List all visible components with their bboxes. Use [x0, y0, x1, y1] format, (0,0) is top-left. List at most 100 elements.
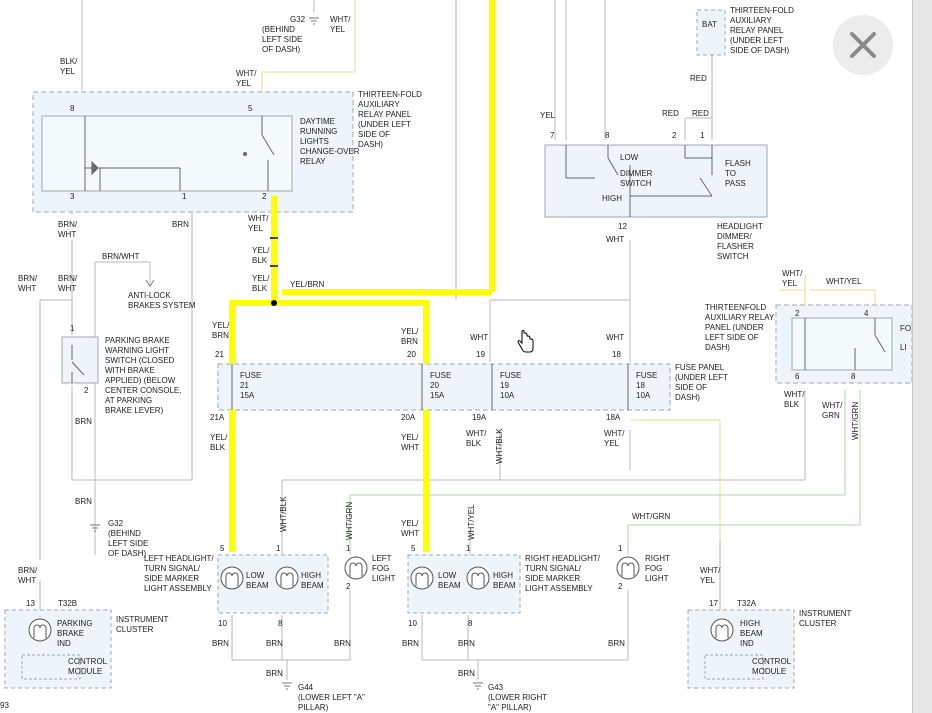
cluster-left-connector: T32B	[58, 599, 77, 608]
left-high-beam-lamp-icon	[275, 566, 299, 590]
ground-g32-top-icon	[309, 17, 319, 25]
fuse-21-num: 21	[240, 381, 249, 390]
gray-wires	[39, 0, 806, 680]
relay-right-pin-6: 6	[795, 372, 800, 381]
label-brn-lhl-2: BRN	[266, 639, 283, 648]
fuse-pin-18: 18	[612, 350, 621, 359]
ground-g32-bottom-icon	[90, 524, 100, 532]
high-beam-ind-lamp-icon	[710, 618, 734, 642]
ground-symbols	[90, 17, 483, 690]
label-yel-wht-20a: YEL/WHT	[401, 433, 419, 452]
left-fog-lamp-icon	[344, 556, 368, 580]
close-button[interactable]	[833, 15, 893, 75]
dimmer-pin-7: 7	[550, 131, 555, 140]
label-wht-yel-relay: WHT/YEL	[236, 69, 257, 88]
label-red-1: RED	[690, 74, 707, 83]
fuse-20-label: FUSE	[430, 371, 451, 380]
label-brn-lfog: BRN	[334, 639, 351, 648]
label-wht-blk-19a: WHT/BLK	[466, 429, 487, 448]
hand-pointer-icon	[517, 330, 534, 353]
dimmer-pin-1: 1	[700, 131, 705, 140]
ground-g44-icon	[282, 682, 292, 690]
label-wht-grn-lfog: WHT/GRN	[345, 502, 354, 540]
relay-left-pin-5: 5	[248, 104, 253, 113]
right-fog-pin-2: 2	[618, 582, 623, 591]
cluster-right-connector: T32A	[737, 599, 757, 608]
label-wht-18: WHT	[606, 333, 624, 342]
dimmer-switch	[544, 144, 768, 218]
label-wht-grn-vert: WHT/GRN	[851, 402, 860, 440]
right-fog-pin-1: 1	[618, 544, 623, 553]
fuse-pin-19: 19	[476, 350, 485, 359]
label-yel-wht-rhl: YEL/WHT	[401, 519, 419, 538]
label-brn-g43: BRN	[458, 669, 475, 678]
label-brn-rhl-1: BRN	[402, 639, 419, 648]
label-brn-lhl-1: BRN	[212, 639, 229, 648]
fuse-pin-19a: 19A	[472, 413, 487, 422]
fuse-pin-18a: 18A	[606, 413, 621, 422]
fuse-18-num: 18	[636, 381, 645, 390]
fuse-21-amp: 15A	[240, 391, 255, 400]
label-wht-blk-lhl: WHT/BLK	[279, 496, 288, 532]
label-brn-wht-1: BRN/WHT	[58, 220, 78, 239]
relay-left-pin-3: 3	[70, 192, 75, 201]
fuse-19-amp: 10A	[500, 391, 515, 400]
parking-pin-2: 2	[84, 386, 89, 395]
label-brn-g44: BRN	[266, 669, 283, 678]
fuse-20-amp: 15A	[430, 391, 445, 400]
splice-dot	[271, 300, 277, 306]
label-wht-grn-rfog: WHT/GRN	[632, 512, 670, 521]
label-g32-bottom: G32	[108, 519, 124, 528]
relay-right-partial-1: FO	[900, 324, 911, 333]
right-fog-lamp-icon	[616, 556, 640, 580]
parking-brake-switch	[61, 336, 99, 384]
right-hl-pin-10: 10	[408, 619, 417, 628]
parking-pin-1: 1	[70, 324, 75, 333]
label-red-2: RED	[662, 109, 679, 118]
right-hl-pin-1: 1	[466, 544, 471, 553]
left-hl-pin-5: 5	[220, 544, 225, 553]
label-brn-rfog: BRN	[608, 639, 625, 648]
relay-right-pin-4: 4	[864, 309, 869, 318]
right-low-beam-lamp-icon	[410, 566, 434, 590]
label-wht-yel-right-2: WHT/YEL	[826, 277, 862, 286]
label-yel-brn-20: YEL/BRN	[401, 327, 419, 346]
label-brn-wht-junction: BRN/WHT	[102, 252, 139, 261]
left-low-beam-lamp-icon	[220, 566, 244, 590]
parking-brake-ind-lamp-icon	[28, 618, 52, 642]
highlight-break-marks	[270, 237, 278, 267]
label-wht-grn-right: WHT/GRN	[822, 401, 843, 420]
label-brn-wht-mid: BRN/WHT	[58, 274, 78, 293]
label-g44: G44	[298, 683, 314, 692]
label-yel-brn-splice: YEL/BRN	[290, 280, 324, 289]
label-wht-19: WHT	[470, 333, 488, 342]
label-brn-parking-2: BRN	[75, 497, 92, 506]
label-brn-1: BRN	[172, 220, 189, 229]
left-hl-pin-8: 8	[278, 619, 283, 628]
dimmer-pin-2: 2	[672, 131, 677, 140]
instrument-cluster-left	[4, 609, 112, 689]
label-blk-yel: BLK/YEL	[60, 57, 78, 76]
label-wht-yel-rhl: WHT/YEL	[467, 504, 476, 540]
cluster-left-pin: 13	[26, 599, 35, 608]
fuse-19-label: FUSE	[500, 371, 521, 380]
